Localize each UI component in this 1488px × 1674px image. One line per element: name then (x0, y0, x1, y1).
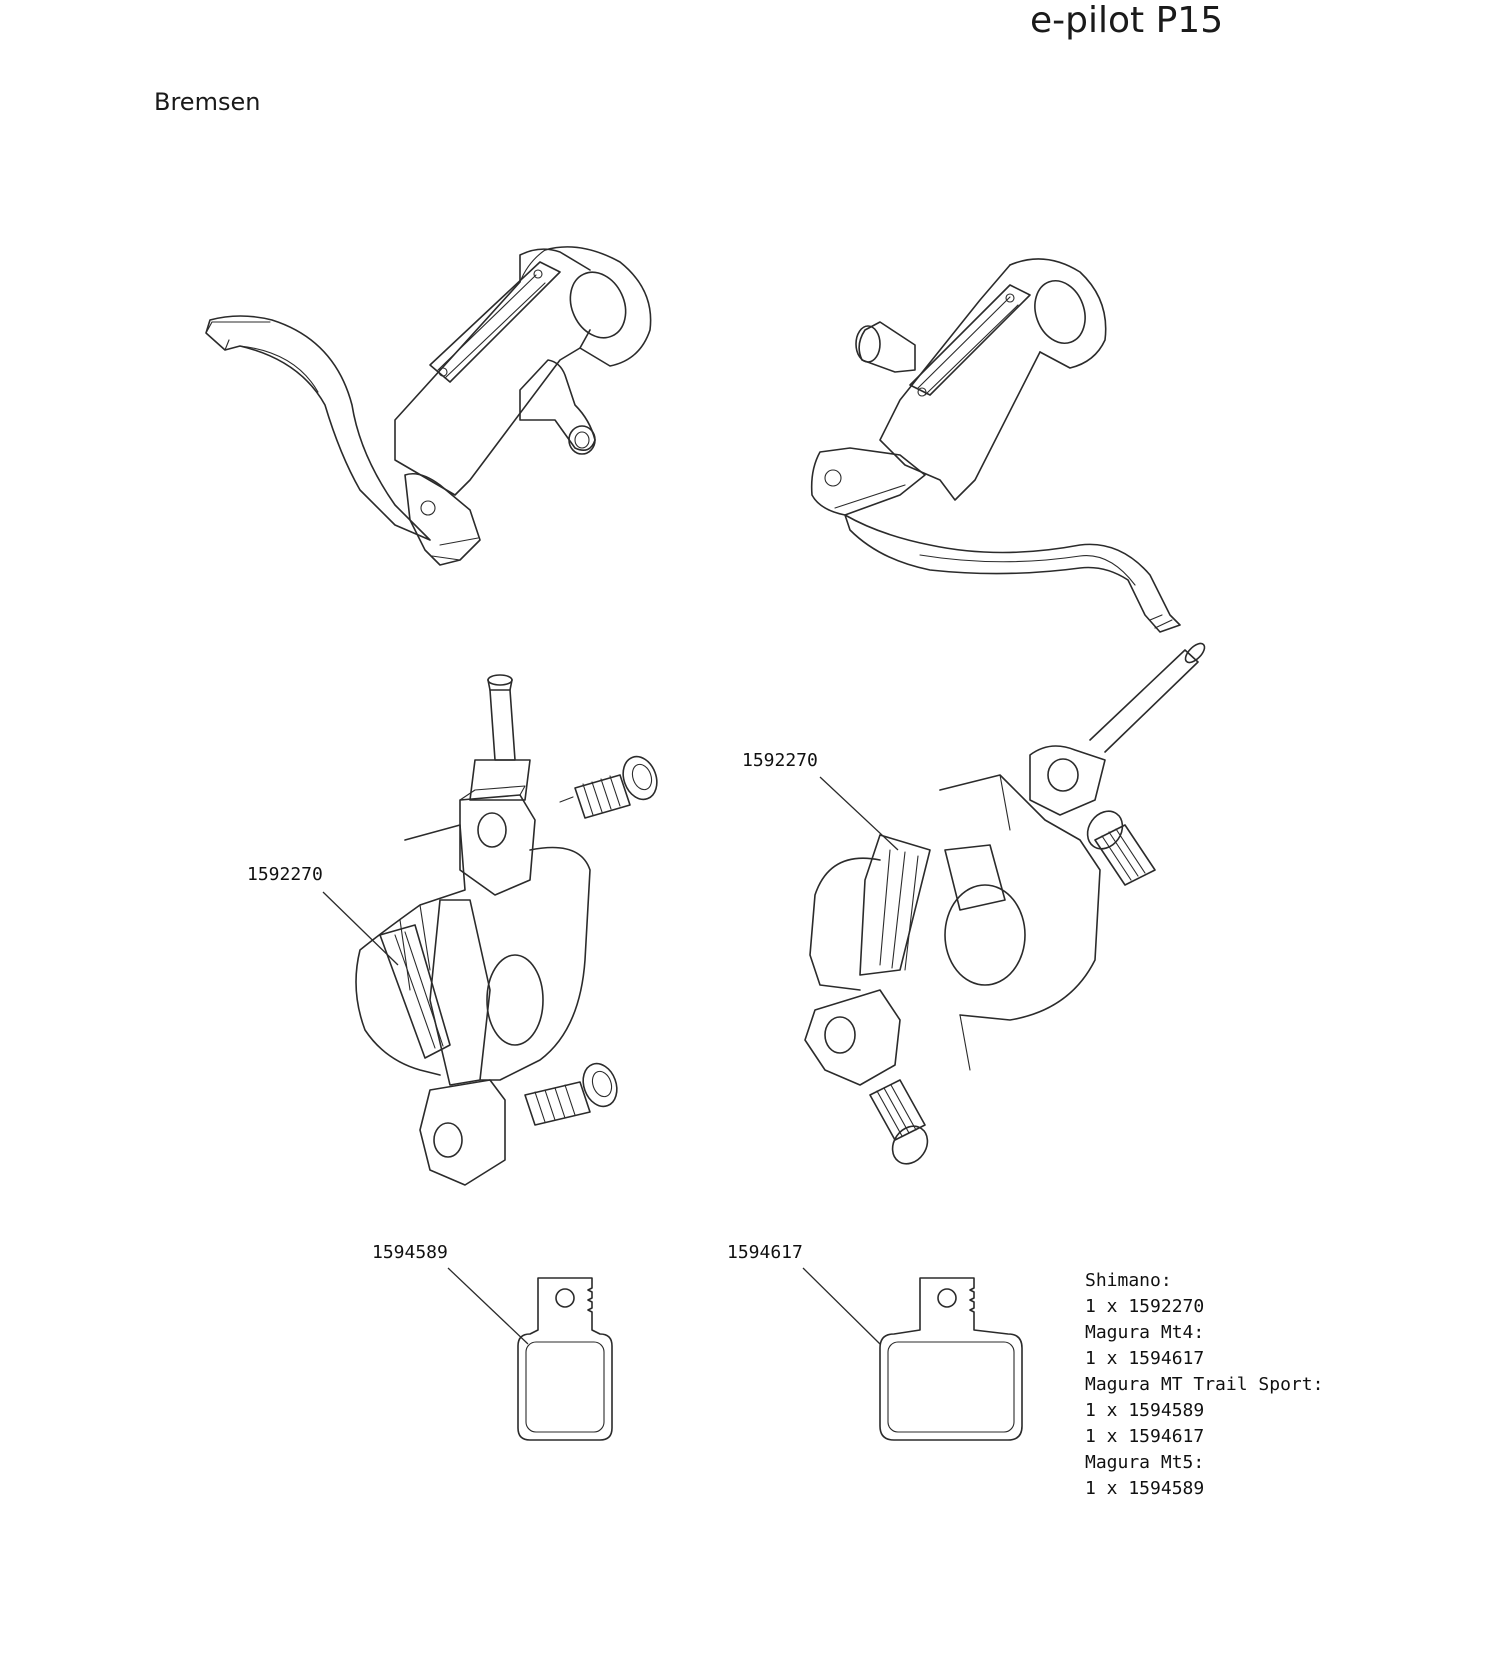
legend-line: Magura Mt5: (1085, 1452, 1205, 1473)
brake-pad-1594617 (879, 1277, 1023, 1441)
callout-caliper-right: 1592270 (742, 750, 818, 771)
bolt-upper-left (559, 755, 658, 819)
legend-line: 1 x 1594589 (1085, 1478, 1205, 1499)
callout-caliper-left: 1592270 (247, 864, 323, 885)
brake-lever-left (205, 246, 652, 566)
bolt-lower-right (869, 1079, 929, 1165)
brake-pad-1594589 (517, 1277, 613, 1441)
compatibility-legend: Shimano: 1 x 1592270 Magura Mt4: 1 x 159… (1085, 1268, 1323, 1502)
bolt-upper-right (1086, 810, 1156, 886)
legend-line: 1 x 1594589 (1085, 1400, 1205, 1421)
bolt-lower-left (524, 1062, 618, 1126)
legend-line: Shimano: (1085, 1270, 1172, 1291)
callout-pad-right: 1594617 (727, 1242, 803, 1263)
callout-pad-left: 1594589 (372, 1242, 448, 1263)
brake-caliper-right (804, 642, 1206, 1165)
legend-line: Magura MT Trail Sport: (1085, 1374, 1324, 1395)
legend-line: 1 x 1592270 (1085, 1296, 1205, 1317)
legend-line: Magura Mt4: (1085, 1322, 1205, 1343)
page-title: e-pilot P15 (1030, 0, 1224, 41)
legend-line: 1 x 1594617 (1085, 1426, 1205, 1447)
brake-lever-right (810, 258, 1181, 633)
brake-caliper-left (355, 674, 658, 1186)
section-title: Bremsen (154, 88, 261, 116)
leader-lines (322, 776, 899, 1345)
legend-line: 1 x 1594617 (1085, 1348, 1205, 1369)
